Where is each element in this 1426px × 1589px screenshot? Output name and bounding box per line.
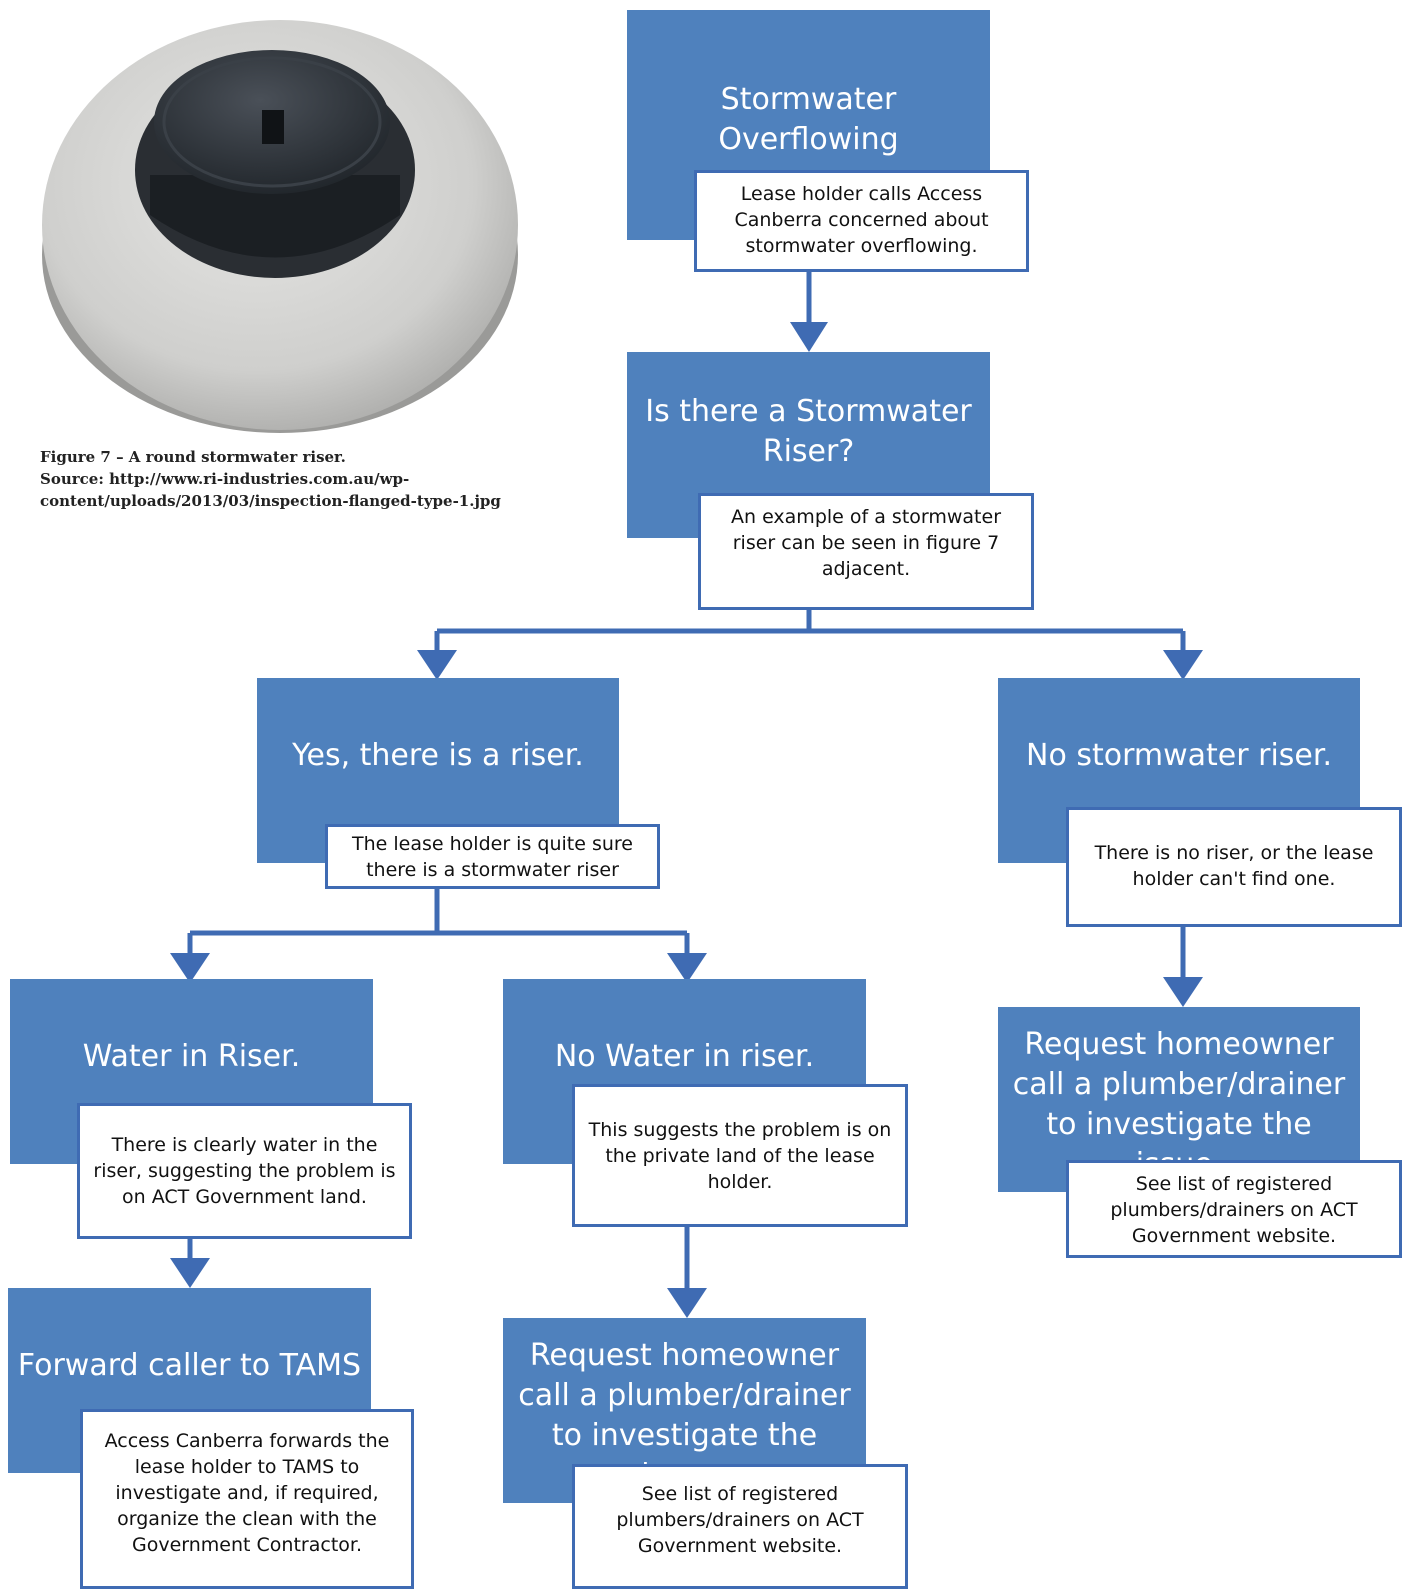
caption-source-line2: content/uploads/2013/03/inspection-flang…: [40, 492, 501, 510]
figure-caption: Figure 7 – A round stormwater riser. Sou…: [40, 446, 600, 512]
arrowhead-to-plumber-right: [1163, 977, 1203, 1007]
node-note: See list of registered plumbers/drainers…: [572, 1464, 908, 1589]
arrowhead-to-tams: [170, 1258, 210, 1288]
node-note: An example of a stormwater riser can be …: [698, 493, 1034, 610]
node-note: Access Canberra forwards the lease holde…: [80, 1409, 414, 1589]
caption-title: Figure 7 – A round stormwater riser.: [40, 448, 346, 466]
node-note: Lease holder calls Access Canberra conce…: [694, 170, 1029, 272]
node-note: The lease holder is quite sure there is …: [325, 824, 660, 889]
caption-source-line1: Source: http://www.ri-industries.com.au/…: [40, 470, 410, 488]
stormwater-riser-photo: [0, 0, 600, 445]
arrowhead-to-plumber-mid: [667, 1288, 707, 1318]
arrowhead-to-yes: [417, 650, 457, 680]
arrowhead-to-water: [170, 953, 210, 983]
node-note: See list of registered plumbers/drainers…: [1066, 1160, 1402, 1258]
arrowhead-to-no-water: [667, 953, 707, 983]
node-heading: No stormwater riser.: [998, 678, 1360, 863]
node-note: This suggests the problem is on the priv…: [572, 1084, 908, 1227]
arrowhead-to-no-riser: [1163, 650, 1203, 680]
arrowhead-to-riser-check: [790, 322, 828, 352]
node-note: There is clearly water in the riser, sug…: [77, 1103, 412, 1239]
node-note: There is no riser, or the lease holder c…: [1066, 807, 1402, 927]
